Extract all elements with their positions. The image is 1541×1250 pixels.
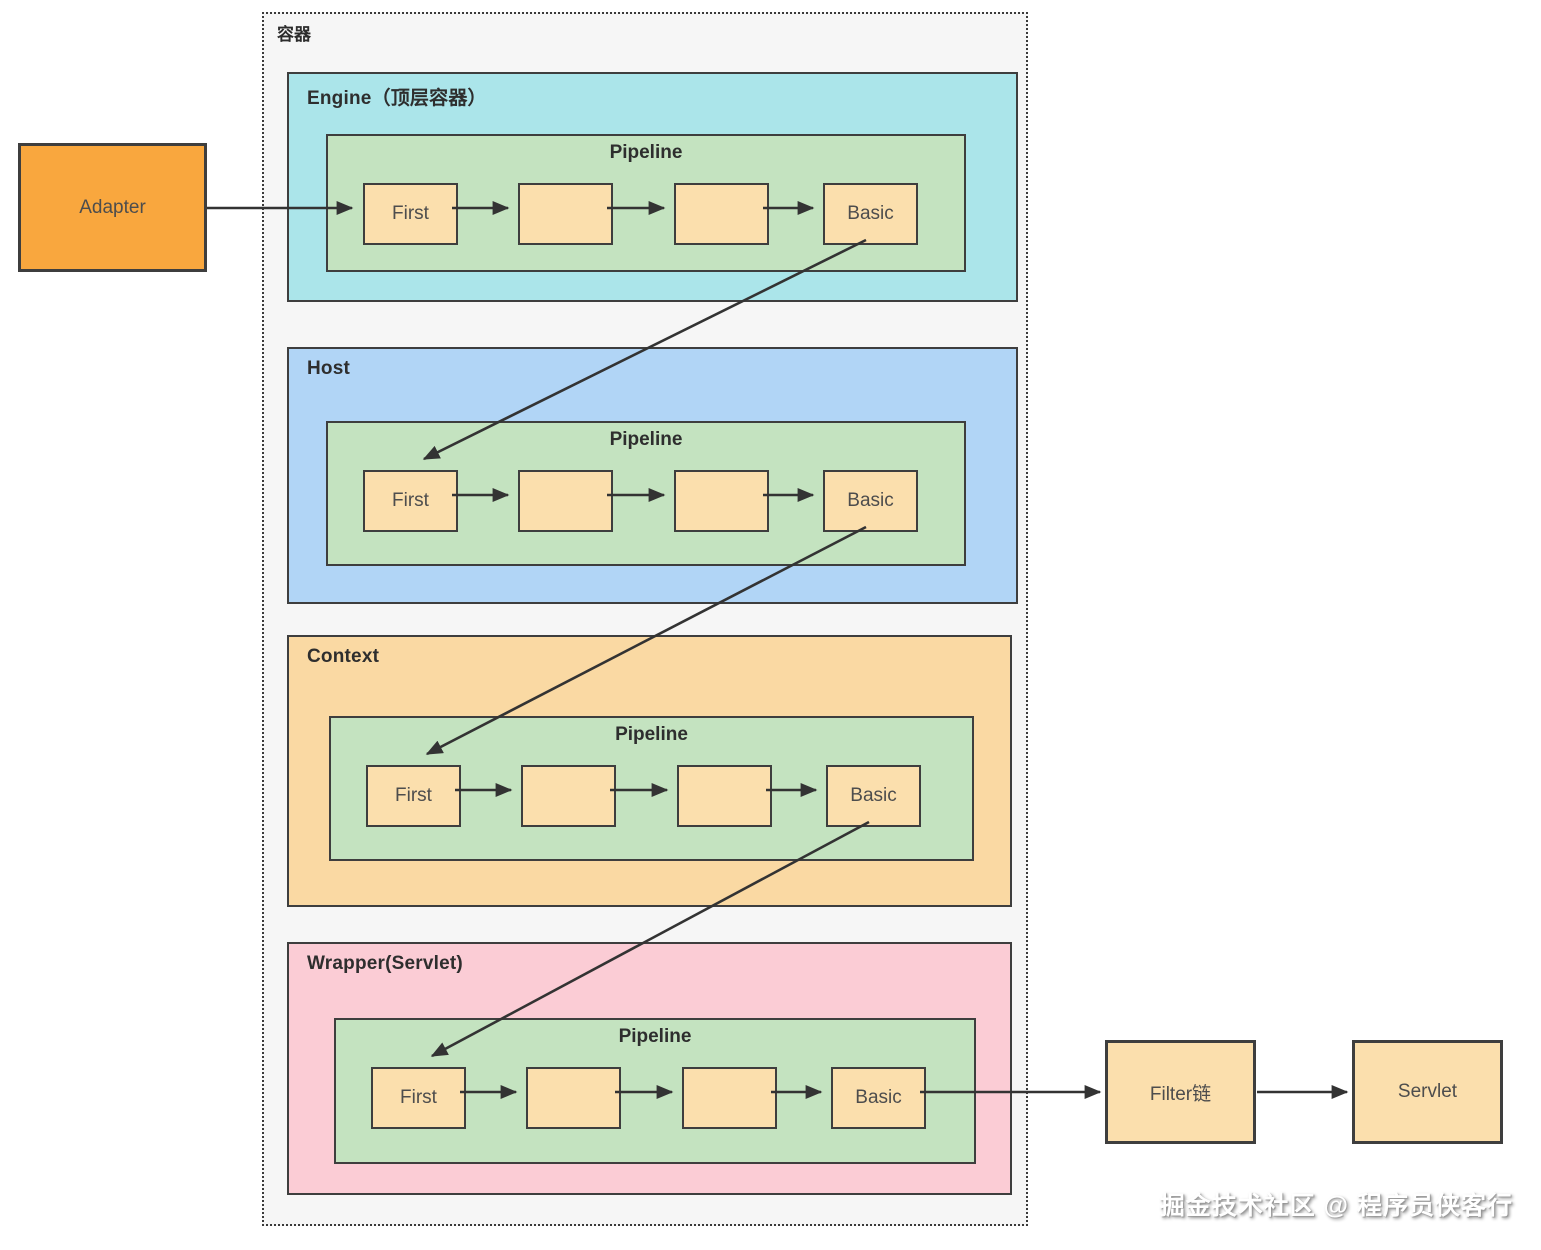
adapter-label: Adapter [79, 196, 146, 218]
adapter-box: Adapter [18, 143, 207, 272]
section-wrapper-label: Wrapper(Servlet) [307, 953, 463, 974]
valve-context-2 [521, 765, 616, 827]
pipeline-engine: Pipeline First Basic [326, 134, 966, 272]
section-engine-label: Engine（顶层容器） [307, 88, 487, 109]
filter-chain-box: Filter链 [1105, 1040, 1256, 1144]
section-wrapper: Wrapper(Servlet) Pipeline First Basic [287, 942, 1012, 1195]
pipeline-host: Pipeline First Basic [326, 421, 966, 566]
servlet-label: Servlet [1397, 1081, 1458, 1102]
valve-engine-basic-label: Basic [847, 203, 894, 224]
valve-engine-first: First [363, 183, 458, 245]
valve-context-3 [677, 765, 772, 827]
pipeline-engine-label: Pipeline [609, 142, 683, 163]
container-box: 容器 Engine（顶层容器） Pipeline First Basic Hos… [262, 12, 1028, 1226]
valve-host-2 [518, 470, 613, 532]
section-context-label: Context [307, 646, 380, 667]
section-host-label: Host [307, 358, 351, 379]
filter-chain-label: Filter链 [1149, 1083, 1212, 1105]
section-host: Host Pipeline First Basic [287, 347, 1018, 604]
valve-engine-2 [518, 183, 613, 245]
valve-wrapper-basic-label: Basic [855, 1087, 902, 1108]
section-context: Context Pipeline First Basic [287, 635, 1012, 907]
pipeline-wrapper-label: Pipeline [618, 1026, 692, 1047]
valve-wrapper-first-label: First [400, 1087, 437, 1108]
valve-context-basic: Basic [826, 765, 921, 827]
section-engine: Engine（顶层容器） Pipeline First Basic [287, 72, 1018, 302]
valve-engine-3 [674, 183, 769, 245]
valve-context-first: First [366, 765, 461, 827]
container-label: 容器 [277, 25, 311, 44]
valve-wrapper-3 [682, 1067, 777, 1129]
valve-host-basic: Basic [823, 470, 918, 532]
servlet-box: Servlet [1352, 1040, 1503, 1144]
valve-host-first: First [363, 470, 458, 532]
valve-context-basic-label: Basic [850, 785, 897, 806]
pipeline-host-label: Pipeline [609, 429, 683, 450]
valve-wrapper-basic: Basic [831, 1067, 926, 1129]
valve-host-basic-label: Basic [847, 490, 894, 511]
valve-engine-first-label: First [392, 203, 429, 224]
pipeline-context: Pipeline First Basic [329, 716, 974, 861]
valve-wrapper-first: First [371, 1067, 466, 1129]
valve-host-first-label: First [392, 490, 429, 511]
pipeline-context-label: Pipeline [615, 724, 688, 745]
valve-engine-basic: Basic [823, 183, 918, 245]
valve-wrapper-2 [526, 1067, 621, 1129]
watermark: 掘金技术社区 @ 程序员侠客行 [1159, 1192, 1513, 1220]
valve-context-first-label: First [395, 785, 432, 806]
pipeline-wrapper: Pipeline First Basic [334, 1018, 976, 1164]
valve-host-3 [674, 470, 769, 532]
